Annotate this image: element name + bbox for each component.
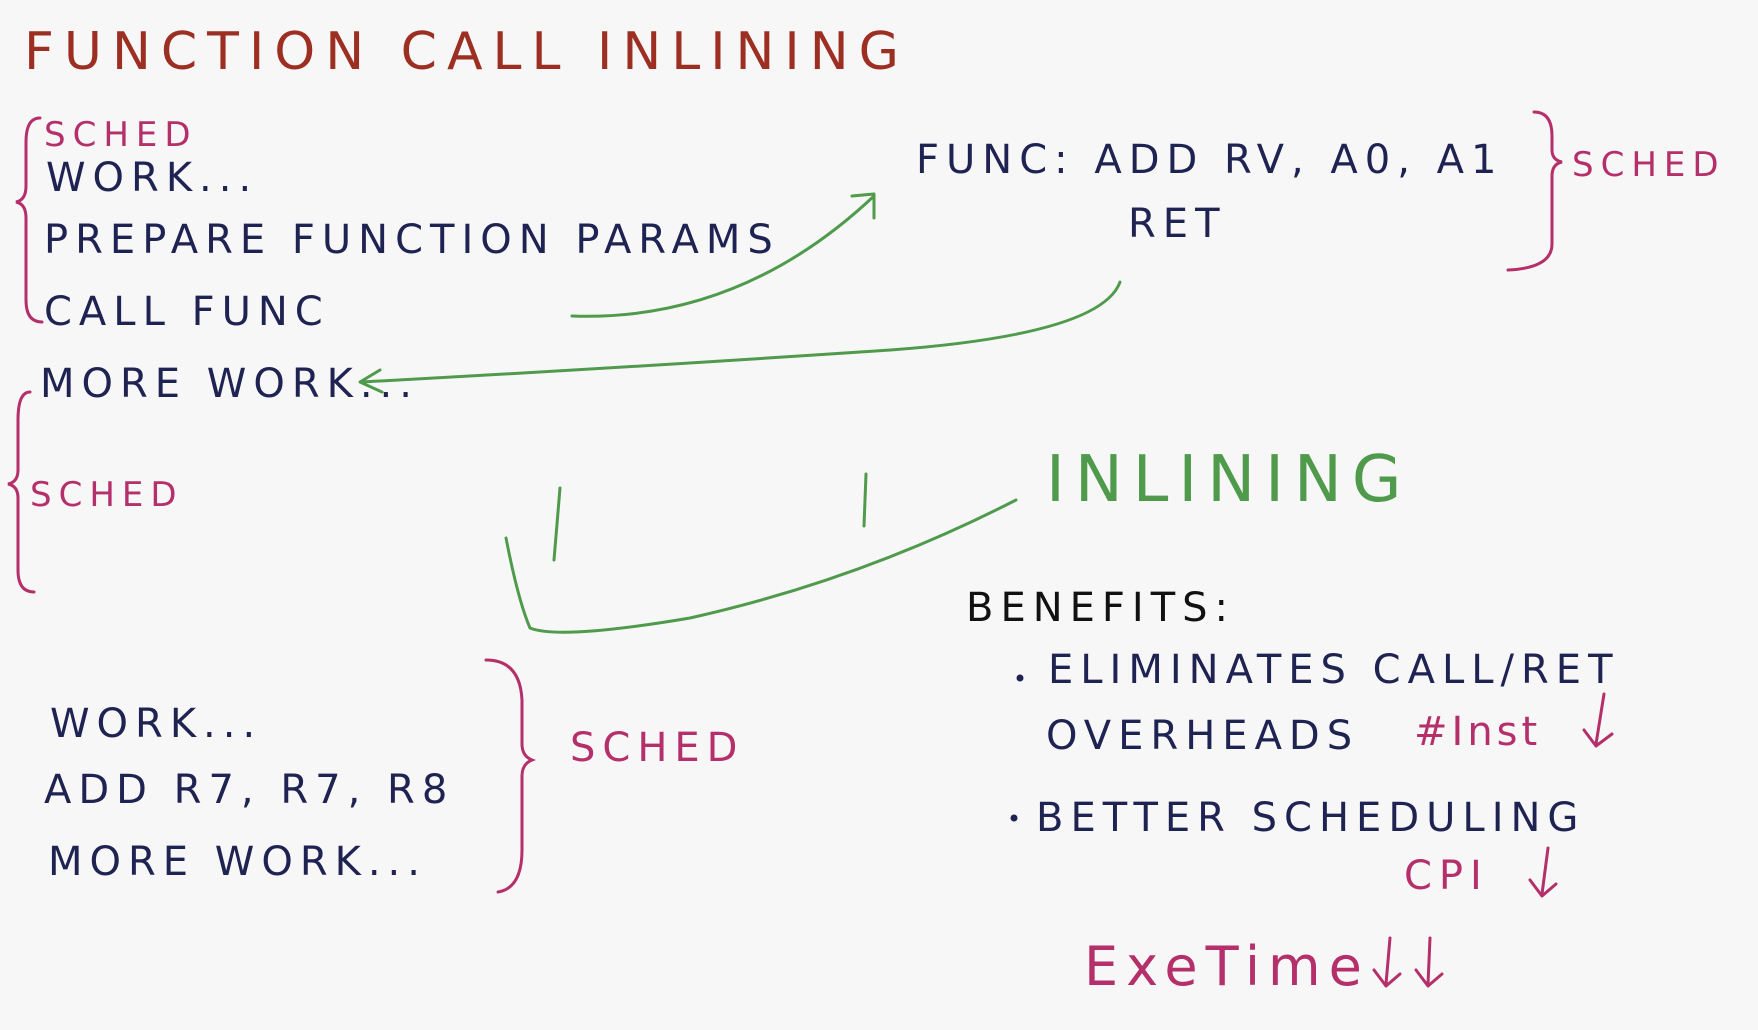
bullet-2 [1010, 814, 1018, 822]
code-work: WORK... [46, 155, 259, 201]
inlining-curve [504, 498, 1018, 634]
inlined-more-work: MORE WORK... [48, 839, 427, 885]
brace-inlined [484, 658, 537, 894]
tick-mark-1 [552, 486, 562, 562]
sched-label-bottom: SCHED [30, 475, 184, 515]
benefit-1-line-2: OVERHEADS [1046, 713, 1360, 759]
arrow-call-to-func [570, 194, 876, 318]
sched-label-top: SCHED [44, 115, 198, 155]
down-arrow-exetime-2 [1414, 936, 1444, 988]
arrowhead-ret-to-caller [358, 368, 384, 394]
tick-mark-2 [862, 472, 868, 528]
arrow-ret-to-caller [360, 280, 1122, 384]
brace-bottom [7, 390, 36, 594]
inlined-add: ADD R7, R7, R8 [44, 767, 455, 813]
func-sched-label: SCHED [1572, 145, 1726, 185]
brace-top [15, 116, 44, 324]
arrowhead-call-to-func [850, 192, 876, 220]
down-arrow-inst [1582, 692, 1614, 748]
down-arrow-exetime-1 [1372, 936, 1402, 988]
code-call-func: CALL FUNC [44, 289, 330, 335]
inlined-work: WORK... [50, 701, 263, 747]
result-exetime: ExeTime [1084, 935, 1370, 998]
bullet-1 [1016, 674, 1024, 682]
benefits-heading: BENEFITS: [966, 585, 1236, 631]
inlined-sched-label: SCHED [570, 725, 745, 771]
down-arrow-cpi [1528, 846, 1558, 898]
code-prepare-params: PREPARE FUNCTION PARAMS [44, 217, 780, 263]
benefit-1-line-1: ELIMINATES CALL/RET [1048, 647, 1620, 693]
code-more-work: MORE WORK... [40, 361, 419, 407]
benefit-2: BETTER SCHEDULING [1036, 795, 1586, 841]
inlining-label: INLINING [1046, 443, 1412, 517]
func-add-line: FUNC: ADD RV, A0, A1 [916, 137, 1504, 183]
brace-func [1506, 110, 1563, 272]
benefit-2-effect: CPI [1404, 853, 1489, 899]
func-ret-line: RET [1128, 201, 1227, 247]
benefit-1-effect: #Inst [1414, 709, 1542, 755]
page-title: FUNCTION CALL INLINING [24, 22, 909, 82]
